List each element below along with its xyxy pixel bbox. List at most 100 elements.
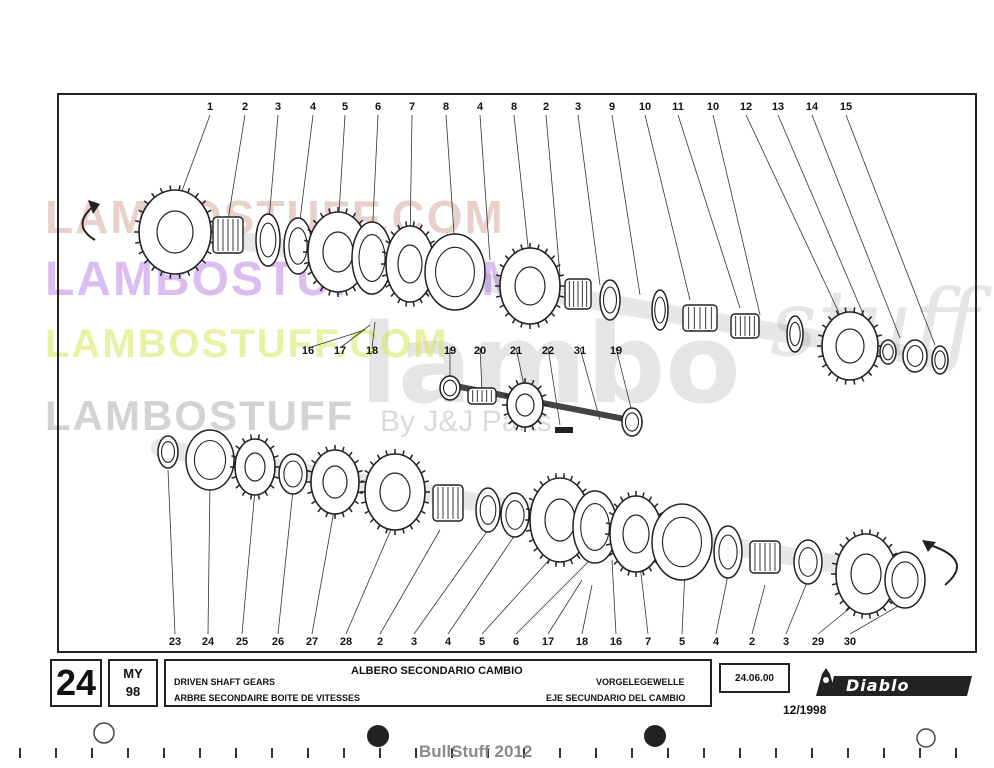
- callout-callouts_bottom-16: 4: [712, 636, 720, 648]
- leader-callouts_bottom-13: [611, 559, 617, 635]
- callout-callouts_bottom-12: 18: [575, 636, 589, 648]
- leader-callouts_bottom-14: [639, 564, 649, 635]
- revision-date: 12/1998: [783, 703, 827, 717]
- leader-callouts_mid-6: [547, 347, 561, 426]
- diablo-logo: [816, 668, 973, 696]
- gear-upper-7: [381, 221, 439, 307]
- callout-callouts_mid-5: 21: [509, 345, 523, 357]
- leader-callouts_top-5: [371, 114, 379, 241]
- pin-mid-22: [555, 427, 573, 433]
- title-french: ARBRE SECONDAIRE BOITE DE VITESSES: [174, 693, 361, 703]
- leader-callouts_bottom-8: [447, 534, 516, 635]
- callout-callouts_top-5: 6: [374, 101, 382, 113]
- leader-callouts_top-13: [644, 114, 691, 301]
- leader-callouts_top-8: [479, 114, 491, 261]
- ring-upper-9: [651, 289, 669, 331]
- leader-callouts_bottom-10: [515, 559, 591, 635]
- callout-callouts_bottom-8: 4: [444, 636, 452, 648]
- leader-callouts_top-6: [409, 114, 413, 246]
- callout-callouts_top-2: 3: [274, 101, 282, 113]
- leader-callouts_bottom-11: [547, 579, 583, 635]
- ring-upper-4: [283, 217, 313, 275]
- leader-callouts_bottom-6: [379, 529, 441, 635]
- ring-lower-23: [157, 435, 179, 469]
- callout-callouts_top-11: 3: [574, 101, 582, 113]
- leader-callouts_top-14: [677, 114, 741, 309]
- ring-lower-30: [884, 551, 926, 609]
- callout-callouts_mid-0: 16: [301, 345, 315, 357]
- rotation-arrow-left-head: [88, 200, 100, 214]
- callout-callouts_top-10: 2: [542, 101, 550, 113]
- ring-upper-15a: [902, 339, 928, 373]
- leader-callouts_bottom-1: [207, 479, 211, 635]
- callout-callouts_bottom-13: 16: [609, 636, 623, 648]
- callout-callouts_top-18: 14: [805, 101, 819, 113]
- gear-lower-7: [605, 491, 667, 577]
- callout-callouts_top-15: 10: [706, 101, 720, 113]
- callout-callouts_top-19: 15: [839, 101, 853, 113]
- title-german: VORGELEGEWELLE: [596, 677, 685, 687]
- callout-callouts_top-0: 1: [206, 101, 214, 113]
- callout-callouts_bottom-9: 5: [478, 636, 486, 648]
- leader-callouts_bottom-12: [581, 584, 593, 635]
- callout-callouts_bottom-11: 17: [541, 636, 555, 648]
- leader-callouts_bottom-4: [311, 504, 336, 635]
- gear-upper-13: [817, 307, 883, 385]
- leader-callouts_top-4: [337, 114, 346, 231]
- callout-callouts_top-4: 5: [341, 101, 349, 113]
- model-year-box: MY 98: [108, 659, 158, 707]
- leader-callouts_bottom-20: [849, 604, 901, 635]
- diagram-frame: [57, 93, 977, 653]
- callout-callouts_mid-6: 22: [541, 345, 555, 357]
- leader-callouts_top-19: [845, 114, 936, 346]
- page-number: 24: [50, 659, 102, 707]
- ring-upper-8: [424, 233, 486, 311]
- title-english: DRIVEN SHAFT GEARS: [174, 677, 276, 687]
- callout-callouts_top-6: 7: [408, 101, 416, 113]
- washer-mid-19: [439, 375, 461, 401]
- callout-callouts_mid-8: 19: [609, 345, 623, 357]
- callout-callouts_bottom-19: 29: [811, 636, 825, 648]
- washer-mid-19b: [621, 407, 643, 437]
- diablo-logo-text: Diablo: [846, 676, 910, 695]
- callout-callouts_mid-2: 18: [365, 345, 379, 357]
- rotation-arrow-right-head: [922, 540, 936, 552]
- bearing-lower-2: [432, 484, 464, 522]
- leader-callouts_bottom-3: [277, 489, 294, 635]
- callout-callouts_top-3: 4: [309, 101, 317, 113]
- ring-upper-3b: [599, 279, 621, 321]
- register-mark-left: [93, 722, 115, 744]
- leader-callouts_bottom-9: [481, 547, 561, 635]
- callout-callouts_bottom-5: 28: [339, 636, 353, 648]
- ring-lower-4b: [713, 525, 743, 579]
- bearing-upper-10: [682, 304, 718, 332]
- gear-lower-25: [230, 434, 280, 500]
- callout-callouts_bottom-3: 26: [271, 636, 285, 648]
- bearing-upper-9: [564, 278, 592, 310]
- leader-callouts_bottom-16: [715, 574, 729, 635]
- callout-callouts_top-8: 4: [476, 101, 484, 113]
- register-mark-center: [367, 725, 389, 747]
- gear-mid-21: [502, 378, 548, 432]
- title-italian: ALBERO SECONDARIO CAMBIO: [351, 665, 523, 677]
- callout-callouts_top-9: 8: [510, 101, 518, 113]
- callout-callouts_bottom-4: 27: [305, 636, 319, 648]
- ring-upper-12: [786, 315, 804, 353]
- gear-lower-27: [306, 445, 364, 519]
- callout-callouts_top-1: 2: [241, 101, 249, 113]
- footer-credit: BullStuff 2012: [419, 742, 533, 761]
- register-mark-right: [644, 725, 666, 747]
- leader-callouts_mid-4: [479, 347, 483, 391]
- ring-lower-5b: [651, 503, 713, 581]
- bearing-upper-2: [212, 216, 244, 254]
- rotation-arrow-right: [929, 544, 958, 586]
- leader-callouts_top-12: [611, 114, 641, 296]
- bearing-lower-2b: [749, 540, 781, 574]
- bearing-upper-11: [730, 313, 760, 339]
- leader-callouts_top-2: [267, 114, 279, 233]
- ring-lower-3: [475, 487, 501, 533]
- callout-callouts_top-17: 13: [771, 101, 785, 113]
- callout-callouts_bottom-20: 30: [843, 636, 857, 648]
- title-spanish: EJE SECUNDARIO DEL CAMBIO: [546, 693, 686, 703]
